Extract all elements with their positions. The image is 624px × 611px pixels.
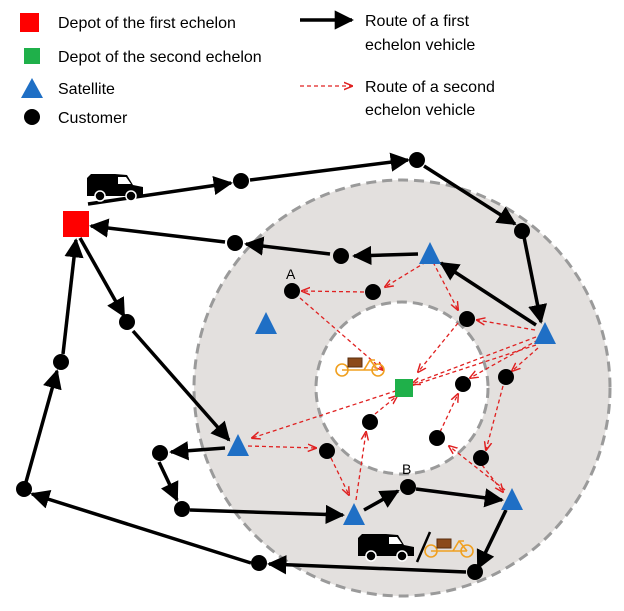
- customers: [16, 152, 530, 580]
- route-segment: [481, 464, 503, 492]
- customer-node: [459, 311, 475, 327]
- point-label-b: B: [402, 461, 411, 477]
- route-segment: [89, 218, 226, 244]
- customer-node: [467, 564, 483, 580]
- delivery-van-icon: [87, 174, 143, 202]
- route-segment: [470, 339, 539, 378]
- route-segment: [476, 509, 508, 570]
- satellite-node: [534, 322, 556, 344]
- route-segment: [415, 487, 504, 508]
- customer-node: [365, 284, 381, 300]
- legend-depot-first-swatch: [20, 13, 39, 32]
- customer-node: [409, 152, 425, 168]
- customer-node: [233, 173, 249, 189]
- route-segment: [247, 446, 316, 448]
- legend-customer-label: Customer: [58, 110, 128, 127]
- satellite-node: [227, 434, 249, 456]
- second-echelon-routes: [247, 261, 539, 501]
- route-segment: [418, 322, 459, 372]
- legend-depot-second-label: Depot of the second echelon: [58, 49, 262, 66]
- route-segment: [477, 320, 536, 331]
- route-segment: [249, 152, 410, 182]
- customer-node: [152, 445, 168, 461]
- delivery-van-icon: [358, 534, 414, 562]
- route-segment: [157, 461, 179, 502]
- route-segment: [252, 344, 537, 438]
- customer-node: [455, 376, 471, 392]
- customer-node: [498, 369, 514, 385]
- route-segment: [363, 489, 400, 512]
- customer-node: [429, 430, 445, 446]
- legend: Depot of the first echelon Depot of the …: [20, 10, 495, 127]
- route-segment: [385, 261, 427, 287]
- satellites: [227, 242, 556, 525]
- legend-route-first-line1: Route of a first: [365, 13, 470, 30]
- route-segment: [352, 245, 419, 266]
- route-segment: [244, 236, 331, 256]
- route-segment: [169, 441, 226, 461]
- customer-node: [174, 501, 190, 517]
- satellite-node: [419, 242, 441, 264]
- route-segment: [189, 504, 345, 525]
- point-label-a: A: [286, 266, 296, 282]
- slash-divider: [415, 531, 432, 563]
- legend-depot-second-swatch: [24, 48, 40, 64]
- legend-satellite-label: Satellite: [58, 81, 115, 98]
- customer-node-a: [284, 283, 300, 299]
- route-segment: [423, 164, 517, 226]
- route-segment: [30, 490, 252, 565]
- route-segment: [355, 432, 366, 501]
- route-segment: [412, 336, 537, 384]
- route-segment: [87, 175, 233, 206]
- customer-node: [362, 414, 378, 430]
- legend-satellite-swatch: [21, 78, 43, 98]
- route-segment: [449, 446, 506, 491]
- cargo-bike-icon: [424, 538, 474, 558]
- legend-depot-first-label: Depot of the first echelon: [58, 15, 236, 32]
- route-segment: [24, 369, 62, 483]
- customer-node: [16, 481, 32, 497]
- route-segment: [512, 347, 539, 371]
- satellite-node: [343, 503, 365, 525]
- legend-route-first-line2: echelon vehicle: [365, 37, 475, 54]
- route-segment: [522, 236, 548, 324]
- satellite-node: [501, 488, 523, 510]
- route-segment: [439, 394, 458, 433]
- customer-node: [473, 450, 489, 466]
- customer-node: [514, 223, 530, 239]
- cargo-bike-icon: [335, 357, 385, 377]
- first-echelon-routes: [24, 152, 548, 575]
- depot-first-echelon: [63, 211, 89, 237]
- route-segment: [267, 555, 467, 575]
- legend-customer-swatch: [24, 109, 40, 125]
- legend-route-second-line1: Route of a second: [365, 79, 495, 96]
- route-segment: [131, 329, 231, 442]
- customer-node: [227, 235, 243, 251]
- legend-route-second-line2: echelon vehicle: [365, 102, 475, 119]
- customer-node-b: [400, 479, 416, 495]
- route-segment: [432, 261, 458, 310]
- route-segment: [78, 237, 126, 318]
- customer-node: [333, 248, 349, 264]
- customer-node: [319, 443, 335, 459]
- route-segment: [439, 261, 537, 327]
- route-segment: [299, 297, 383, 370]
- depot-second-echelon: [395, 379, 413, 397]
- route-segment: [302, 291, 365, 292]
- satellite-node: [255, 312, 277, 334]
- customer-node: [53, 354, 69, 370]
- route-segment: [61, 238, 84, 355]
- customer-node: [119, 314, 135, 330]
- customer-node: [251, 555, 267, 571]
- route-segment: [374, 396, 397, 415]
